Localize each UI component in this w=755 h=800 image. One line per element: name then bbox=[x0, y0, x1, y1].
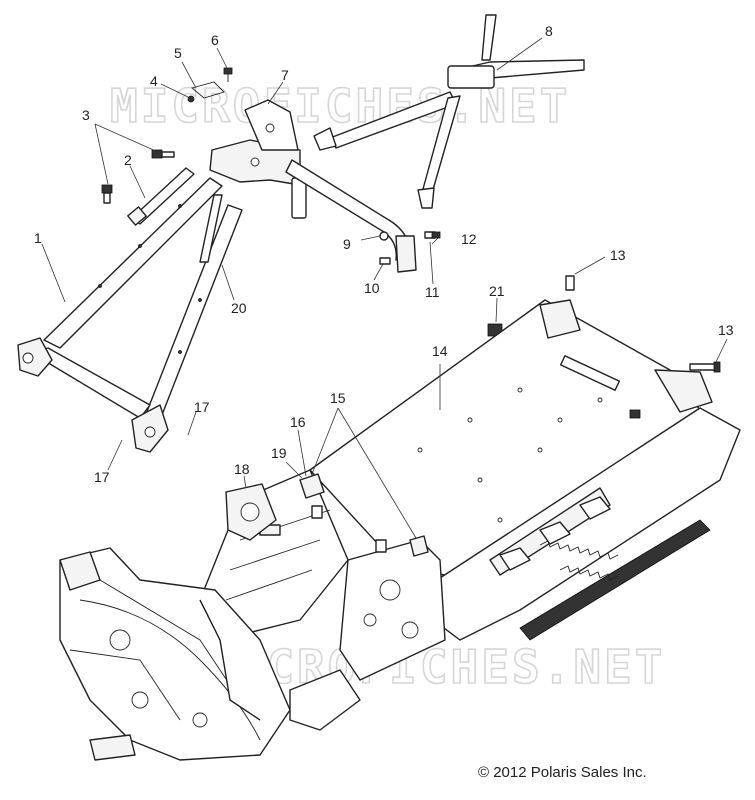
callout-13b: 13 bbox=[718, 322, 734, 338]
chassis-tunnel bbox=[59, 299, 741, 761]
callout-17a: 17 bbox=[194, 399, 210, 415]
callout-18: 18 bbox=[234, 461, 250, 477]
callout-10: 10 bbox=[364, 280, 380, 296]
callout-21: 21 bbox=[489, 283, 505, 299]
callout-7: 7 bbox=[281, 67, 289, 83]
callout-13a: 13 bbox=[610, 247, 626, 263]
bolt-13a bbox=[565, 275, 575, 291]
clip-5 bbox=[191, 81, 225, 99]
watermark-bottom: MICROFICHES.NET bbox=[205, 640, 665, 694]
callout-8: 8 bbox=[545, 23, 553, 39]
callout-19: 19 bbox=[271, 445, 287, 461]
strut-bar bbox=[127, 167, 195, 226]
leader-lines bbox=[41, 37, 728, 539]
callout-1: 1 bbox=[34, 230, 42, 246]
callout-4: 4 bbox=[150, 73, 158, 89]
callout-14: 14 bbox=[432, 343, 448, 359]
callout-3: 3 bbox=[82, 107, 90, 123]
callout-11: 11 bbox=[425, 284, 440, 300]
callout-16: 16 bbox=[290, 414, 306, 430]
bolt-3a bbox=[101, 184, 113, 204]
callout-17b: 17 bbox=[94, 469, 110, 485]
bolt-10 bbox=[379, 257, 391, 265]
watermark-top: MICROFICHES.NET bbox=[110, 79, 570, 133]
callout-6: 6 bbox=[211, 32, 219, 48]
washer-4 bbox=[187, 95, 195, 103]
bolt-12 bbox=[431, 231, 441, 239]
copyright-notice: © 2012 Polaris Sales Inc. bbox=[478, 764, 647, 781]
callout-5: 5 bbox=[174, 45, 182, 61]
callout-15: 15 bbox=[330, 390, 346, 406]
nut-9 bbox=[379, 231, 389, 241]
callout-9: 9 bbox=[343, 236, 351, 252]
bolt-3b bbox=[151, 149, 175, 159]
callout-20: 20 bbox=[231, 300, 247, 316]
bolt-13b bbox=[689, 361, 721, 373]
callout-12: 12 bbox=[461, 231, 477, 247]
steering-post-bracket bbox=[209, 99, 307, 219]
screw-6 bbox=[223, 67, 233, 82]
callout-2: 2 bbox=[124, 152, 132, 168]
tripod-brace bbox=[313, 14, 585, 209]
steering-tube bbox=[199, 194, 223, 263]
front-frame-assembly bbox=[17, 177, 243, 453]
callout-labels: 1 2 3 4 5 6 7 8 9 10 11 12 13 13 14 15 1… bbox=[34, 23, 734, 485]
